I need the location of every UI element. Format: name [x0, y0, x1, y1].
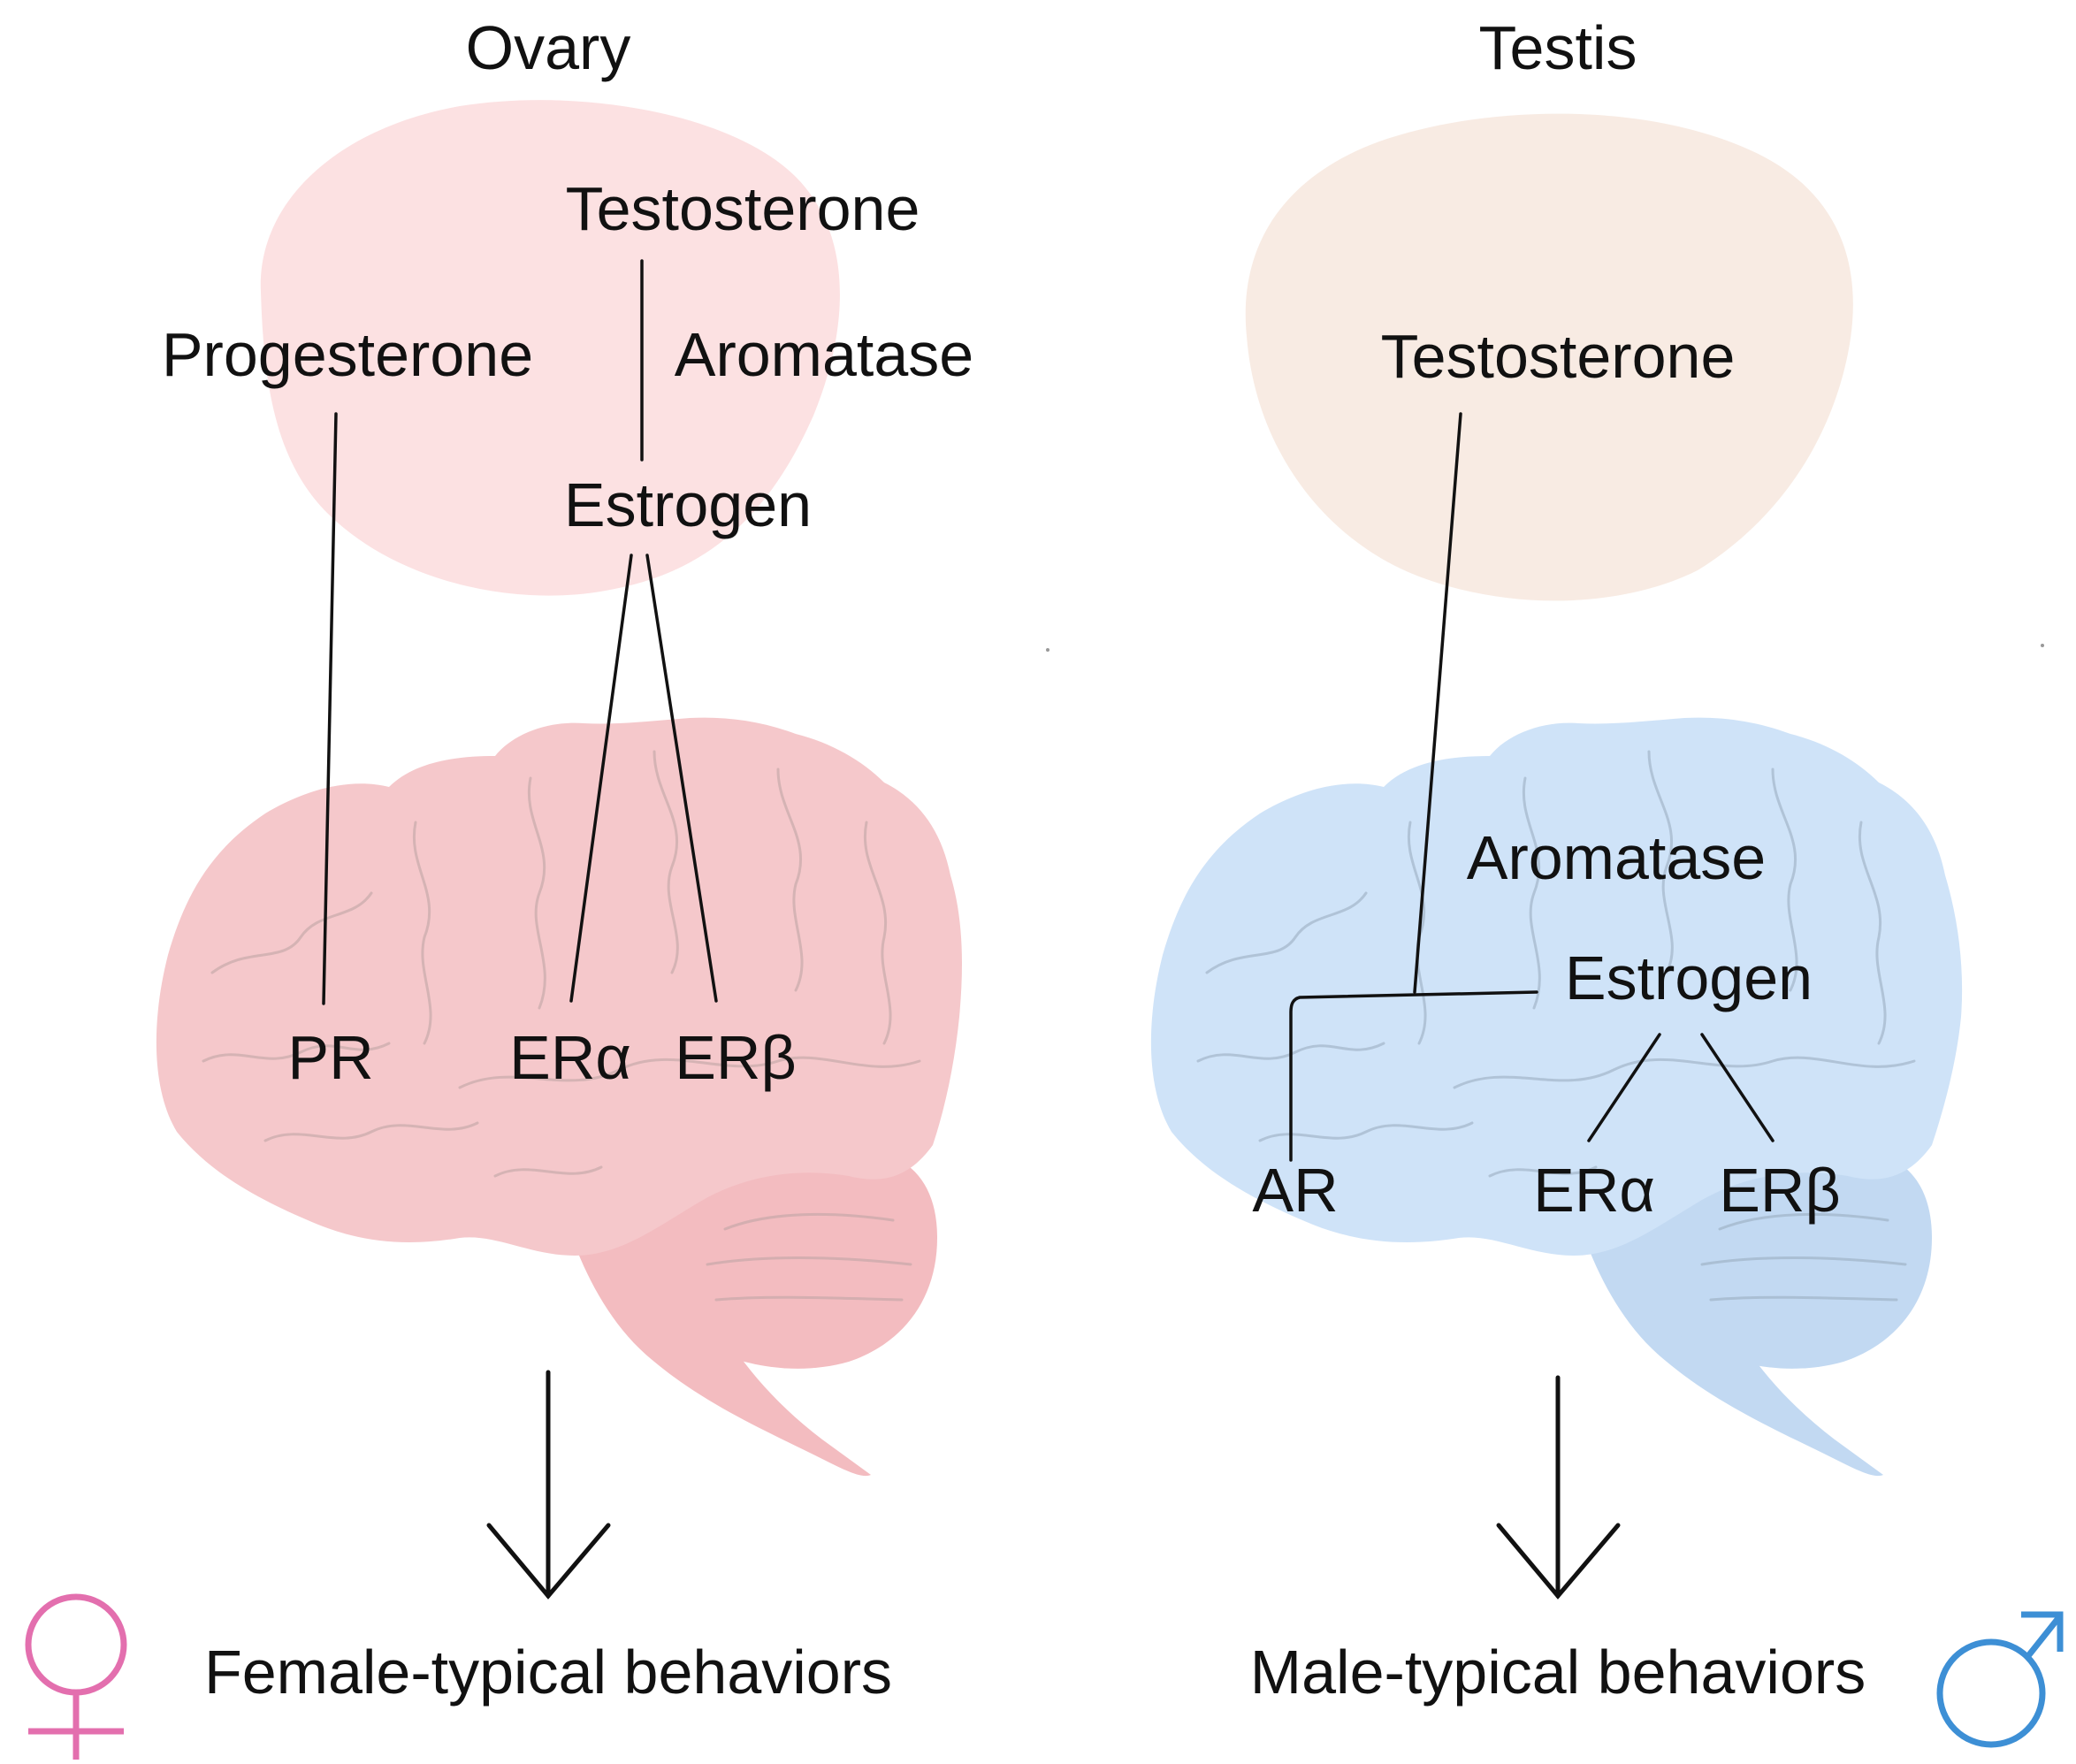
female-symbol-icon: [25, 1593, 127, 1760]
ar-label: AR: [1252, 1156, 1338, 1225]
female-aromatase-label: Aromatase: [675, 320, 973, 389]
male-symbol-icon: [1936, 1611, 2064, 1748]
testis-shape: [1245, 113, 1853, 601]
testis-title: Testis: [1479, 13, 1637, 82]
male-estrogen-to-erbeta-line: [1700, 1033, 1775, 1142]
estrogen-to-erbeta-line: [645, 554, 718, 1003]
male-eralpha-label: ERα: [1533, 1156, 1655, 1225]
female-down-arrow: [486, 1370, 611, 1600]
male-testosterone-label: Testosterone: [1381, 322, 1736, 391]
ovary-shape: [260, 100, 840, 596]
female-cerebrum: [156, 717, 962, 1256]
female-estrogen-label: Estrogen: [564, 470, 812, 539]
estrogen-ar-bracket: [1289, 990, 1538, 1162]
male-down-arrow: [1496, 1375, 1621, 1600]
male-estrogen-to-eralpha-line: [1587, 1033, 1661, 1142]
female-panel: Ovary: [25, 13, 973, 1760]
pr-label: PR: [287, 1023, 373, 1092]
testosterone-to-junction-line: [1413, 412, 1462, 994]
stray-dot: [2041, 644, 2044, 647]
progesterone-label: Progesterone: [162, 320, 533, 389]
stray-dot: [1046, 648, 1049, 652]
female-eralpha-label: ERα: [509, 1023, 631, 1092]
female-outcome-label: Female-typical behaviors: [204, 1638, 892, 1707]
male-estrogen-label: Estrogen: [1565, 943, 1813, 1012]
estrogen-to-eralpha-line: [569, 554, 633, 1003]
male-aromatase-label: Aromatase: [1467, 823, 1766, 892]
male-erbeta-label: ERβ: [1719, 1156, 1841, 1225]
progesterone-to-pr-line: [322, 412, 338, 1005]
male-panel: Testis: [1150, 13, 2064, 1748]
male-outcome-label: Male-typical behaviors: [1250, 1638, 1866, 1707]
female-erbeta-label: ERβ: [675, 1023, 797, 1092]
ovary-title: Ovary: [466, 13, 631, 82]
female-testosterone-label: Testosterone: [566, 174, 920, 243]
female-brain: [156, 717, 962, 1477]
